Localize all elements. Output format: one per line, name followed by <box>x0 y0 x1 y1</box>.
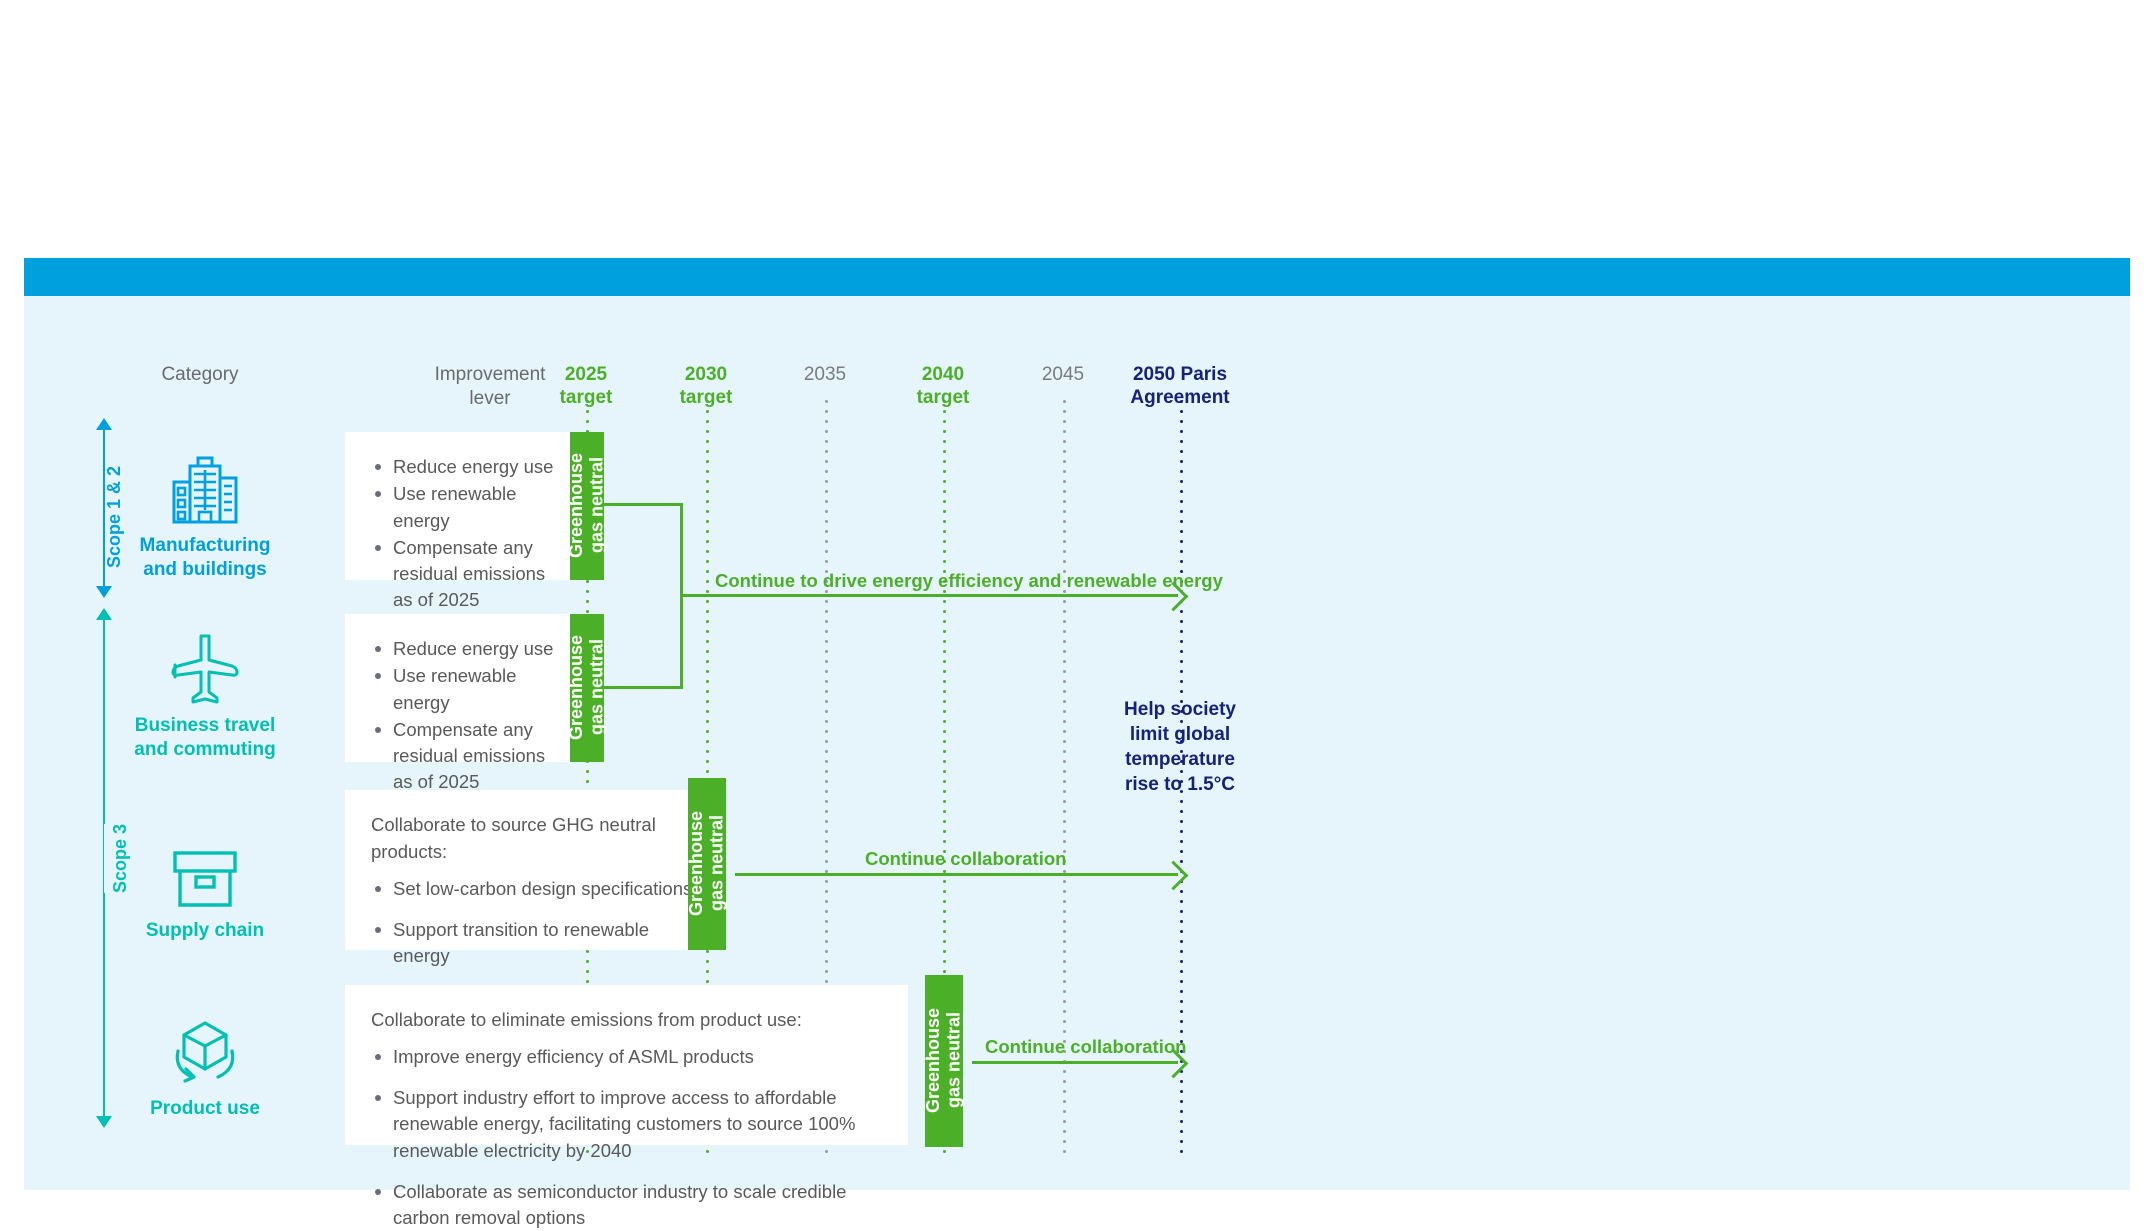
timeline-year: 2035 <box>803 364 847 385</box>
milestone-bar-supply-chain: Greenhouse gas neutral <box>686 778 727 950</box>
goal-line-2: limit global <box>1129 724 1231 746</box>
arrow-line-supply-chain <box>735 873 1178 876</box>
office-buildings-icon <box>110 440 300 526</box>
product-cycle-icon <box>110 1003 300 1089</box>
lever-bullet-list: Reduce energy use Use renewable energy C… <box>371 636 559 796</box>
lever-card-supply-chain: Collaborate to source GHG neutral produc… <box>345 790 720 1086</box>
lever-bullet-list: Reduce energy use Use renewable energy C… <box>371 454 559 614</box>
lever-header-line2: lever <box>469 387 511 409</box>
goal-line-3: temperature <box>1125 749 1235 771</box>
list-item: Support industry effort to improve acces… <box>371 1085 882 1164</box>
category-label-line1: Business travel <box>134 715 276 736</box>
milestone-label: Greenhouse gas neutral <box>566 635 607 741</box>
arrow-line-product-use <box>972 1061 1178 1064</box>
list-item: Improve energy efficiency of ASML produc… <box>371 1044 882 1070</box>
connector-top-horizontal <box>604 503 683 506</box>
lever-card-business-travel: Reduce energy use Use renewable energy C… <box>345 614 585 792</box>
category-label-line1: Manufacturing <box>139 535 271 556</box>
lever-lead-text: Collaborate to source GHG neutral produc… <box>371 814 656 862</box>
timeline-sublabel: Agreement <box>1130 387 1230 409</box>
column-header-improvement-lever: Improvement lever <box>400 363 580 411</box>
category-label-line2: and buildings <box>143 558 267 580</box>
timeline-guide-2050-paris <box>1180 400 1183 1160</box>
lever-lead-text: Collaborate to eliminate emissions from … <box>371 1009 802 1030</box>
scope-bracket-scope-3: Scope 3 <box>84 608 137 1128</box>
milestone-label: Greenhouse gas neutral <box>686 811 727 917</box>
list-item: Set low-carbon design specifications <box>371 876 694 902</box>
list-item: Compensate any residual emissions as of … <box>371 717 559 796</box>
lever-header-line1: Improvement <box>434 364 546 385</box>
list-item: Use renewable energy <box>371 481 559 534</box>
column-header-category: Category <box>161 364 239 385</box>
timeline-year: 2045 <box>1041 364 1085 385</box>
list-item: Use renewable energy <box>371 663 559 716</box>
list-item: Reduce energy use <box>371 454 559 480</box>
scope-bracket-scope-1-2: Scope 1 & 2 <box>84 418 124 598</box>
goal-statement: Help society limit global temperature ri… <box>1100 697 1260 797</box>
airplane-icon <box>110 620 300 706</box>
timeline-sublabel: target <box>916 387 970 409</box>
connector-bottom-horizontal <box>604 686 683 689</box>
arrow-label-product-use: Continue collaboration <box>985 1036 1187 1057</box>
timeline-year: 2050 Paris <box>1132 364 1228 385</box>
milestone-bar-product-use: Greenhouse gas neutral <box>923 975 964 1147</box>
arrow-label-supply-chain: Continue collaboration <box>865 848 1067 869</box>
category-cell-product-use: Product use <box>110 1003 300 1121</box>
milestone-label: Greenhouse gas neutral <box>923 1008 964 1114</box>
milestone-bar-business-travel: Greenhouse gas neutral <box>566 614 607 762</box>
timeline-sublabel: target <box>679 387 733 409</box>
timeline-sublabel: target <box>559 387 613 409</box>
list-item: Compensate any residual emissions as of … <box>371 535 559 614</box>
goal-line-4: rise to 1.5°C <box>1124 774 1236 796</box>
list-item: Collaborate as semiconductor industry to… <box>371 1179 882 1231</box>
arrow-label-energy-efficiency: Continue to drive energy efficiency and … <box>715 570 1223 591</box>
category-cell-supply-chain: Supply chain <box>110 825 300 943</box>
milestone-bar-manufacturing: Greenhouse gas neutral <box>566 432 607 580</box>
milestone-label: Greenhouse gas neutral <box>566 453 607 559</box>
header-bar <box>24 258 2130 296</box>
category-cell-manufacturing: Manufacturing and buildings <box>110 440 300 582</box>
category-label-line2: and commuting <box>134 738 276 760</box>
goal-line-1: Help society <box>1124 699 1236 720</box>
lever-bullet-list: Improve energy efficiency of ASML produc… <box>371 1044 882 1231</box>
timeline-guide-2045 <box>1063 400 1066 1160</box>
category-cell-business-travel: Business travel and commuting <box>110 620 300 762</box>
timeline-header-2035: 2035 <box>735 363 915 386</box>
timeline-year: 2030 <box>684 364 728 385</box>
timeline-year: 2025 <box>564 364 608 385</box>
storage-box-icon <box>110 825 300 911</box>
lever-card-manufacturing: Reduce energy use Use renewable energy C… <box>345 432 585 610</box>
category-label-line1: Supply chain <box>145 920 265 941</box>
list-item: Reduce energy use <box>371 636 559 662</box>
lever-card-product-use: Collaborate to eliminate emissions from … <box>345 985 908 1228</box>
category-label-line1: Product use <box>150 1098 260 1119</box>
timeline-header-2045: 2045 <box>973 363 1153 386</box>
timeline-year: 2040 <box>921 364 965 385</box>
arrow-line-energy-efficiency <box>680 594 1178 597</box>
list-item: Support transition to renewable energy <box>371 917 694 970</box>
